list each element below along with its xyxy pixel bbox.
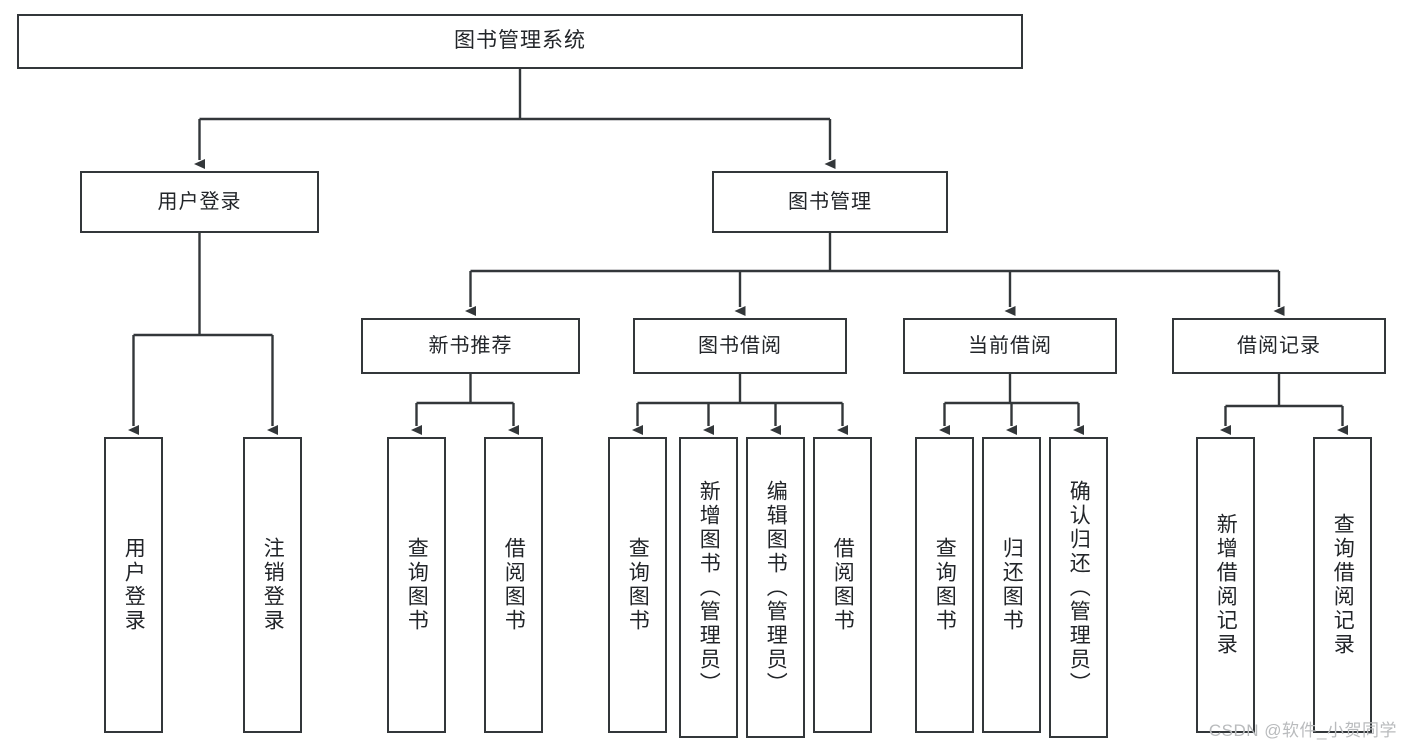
node-leaf-return-book[interactable]: 归还图书 <box>982 437 1041 733</box>
node-leaf-confirm-return[interactable]: 确认归还（管理员） <box>1049 437 1108 738</box>
node-leaf-user-login[interactable]: 用户登录 <box>104 437 163 733</box>
node-label: 新增借阅记录 <box>1214 513 1238 657</box>
node-leaf-add-book[interactable]: 新增图书（管理员） <box>679 437 738 738</box>
node-leaf-borrow-book-2[interactable]: 借阅图书 <box>813 437 872 733</box>
node-label: 图书管理 <box>788 190 872 213</box>
node-label: 编辑图书（管理员） <box>764 479 788 696</box>
node-leaf-borrow-book-1[interactable]: 借阅图书 <box>484 437 543 733</box>
node-user-login[interactable]: 用户登录 <box>80 171 319 233</box>
node-label: 借阅记录 <box>1237 334 1321 357</box>
node-label: 查询图书 <box>933 537 957 633</box>
node-current-borrow[interactable]: 当前借阅 <box>903 318 1117 374</box>
node-new-book-rec[interactable]: 新书推荐 <box>361 318 580 374</box>
node-label: 图书借阅 <box>698 334 782 357</box>
node-leaf-query-book-3[interactable]: 查询图书 <box>915 437 974 733</box>
node-borrow-record[interactable]: 借阅记录 <box>1172 318 1386 374</box>
node-label: 用户登录 <box>157 190 242 213</box>
node-label: 查询图书 <box>405 537 429 633</box>
node-label: 查询图书 <box>626 537 650 633</box>
node-label: 确认归还（管理员） <box>1067 479 1091 696</box>
node-leaf-user-logout[interactable]: 注销登录 <box>243 437 302 733</box>
node-label: 用户登录 <box>122 537 146 633</box>
node-book-borrow[interactable]: 图书借阅 <box>633 318 847 374</box>
node-leaf-query-book-2[interactable]: 查询图书 <box>608 437 667 733</box>
node-leaf-query-book-1[interactable]: 查询图书 <box>387 437 446 733</box>
node-leaf-query-record[interactable]: 查询借阅记录 <box>1313 437 1372 733</box>
node-label: 借阅图书 <box>502 537 526 633</box>
node-label: 注销登录 <box>261 537 285 633</box>
node-label: 新书推荐 <box>428 334 513 357</box>
node-label: 借阅图书 <box>831 537 855 633</box>
node-root[interactable]: 图书管理系统 <box>17 14 1023 69</box>
node-leaf-edit-book[interactable]: 编辑图书（管理员） <box>746 437 805 738</box>
node-label: 图书管理系统 <box>454 29 586 53</box>
node-label: 当前借阅 <box>968 334 1052 357</box>
node-leaf-add-record[interactable]: 新增借阅记录 <box>1196 437 1255 733</box>
node-label: 新增图书（管理员） <box>697 479 721 696</box>
node-label: 归还图书 <box>1000 537 1024 633</box>
node-book-manage[interactable]: 图书管理 <box>712 171 948 233</box>
node-label: 查询借阅记录 <box>1331 513 1355 657</box>
